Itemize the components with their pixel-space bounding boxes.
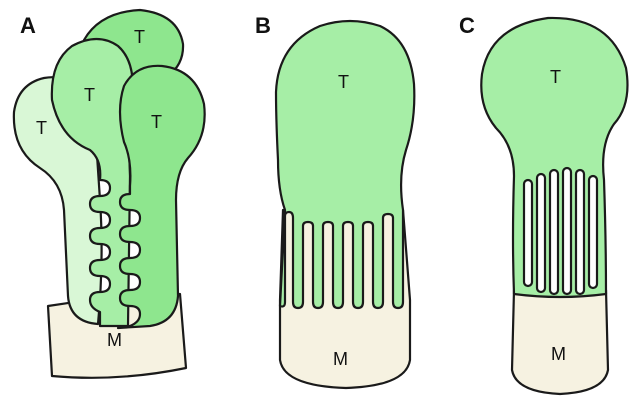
panel-a-label-t4: T xyxy=(151,112,162,132)
panel-b: B T M xyxy=(255,13,414,388)
panel-c-slot xyxy=(550,170,558,294)
panel-c-slot xyxy=(576,170,584,294)
panel-c-medium xyxy=(512,290,608,394)
panel-b-label-m: M xyxy=(333,349,348,369)
panel-a-label-t3: T xyxy=(36,118,47,138)
panel-c-slot xyxy=(537,174,545,292)
panel-b-letter: B xyxy=(255,13,271,38)
panel-c-letter: C xyxy=(459,13,475,38)
panel-a: A T T T T M xyxy=(14,10,205,378)
panel-a-label-t2: T xyxy=(84,85,95,105)
panel-c: C T M xyxy=(459,13,628,394)
panel-a-letter: A xyxy=(20,13,36,38)
panel-a-label-m: M xyxy=(107,330,122,350)
panel-c-label-m: M xyxy=(551,344,566,364)
panel-c-slot xyxy=(589,176,597,288)
panel-b-label-t: T xyxy=(338,72,349,92)
panel-c-label-t: T xyxy=(550,67,561,87)
panel-a-label-t1: T xyxy=(134,27,145,47)
panel-a-cell-right xyxy=(118,66,205,328)
panel-c-slot xyxy=(524,180,532,286)
panel-c-slot xyxy=(563,168,571,294)
